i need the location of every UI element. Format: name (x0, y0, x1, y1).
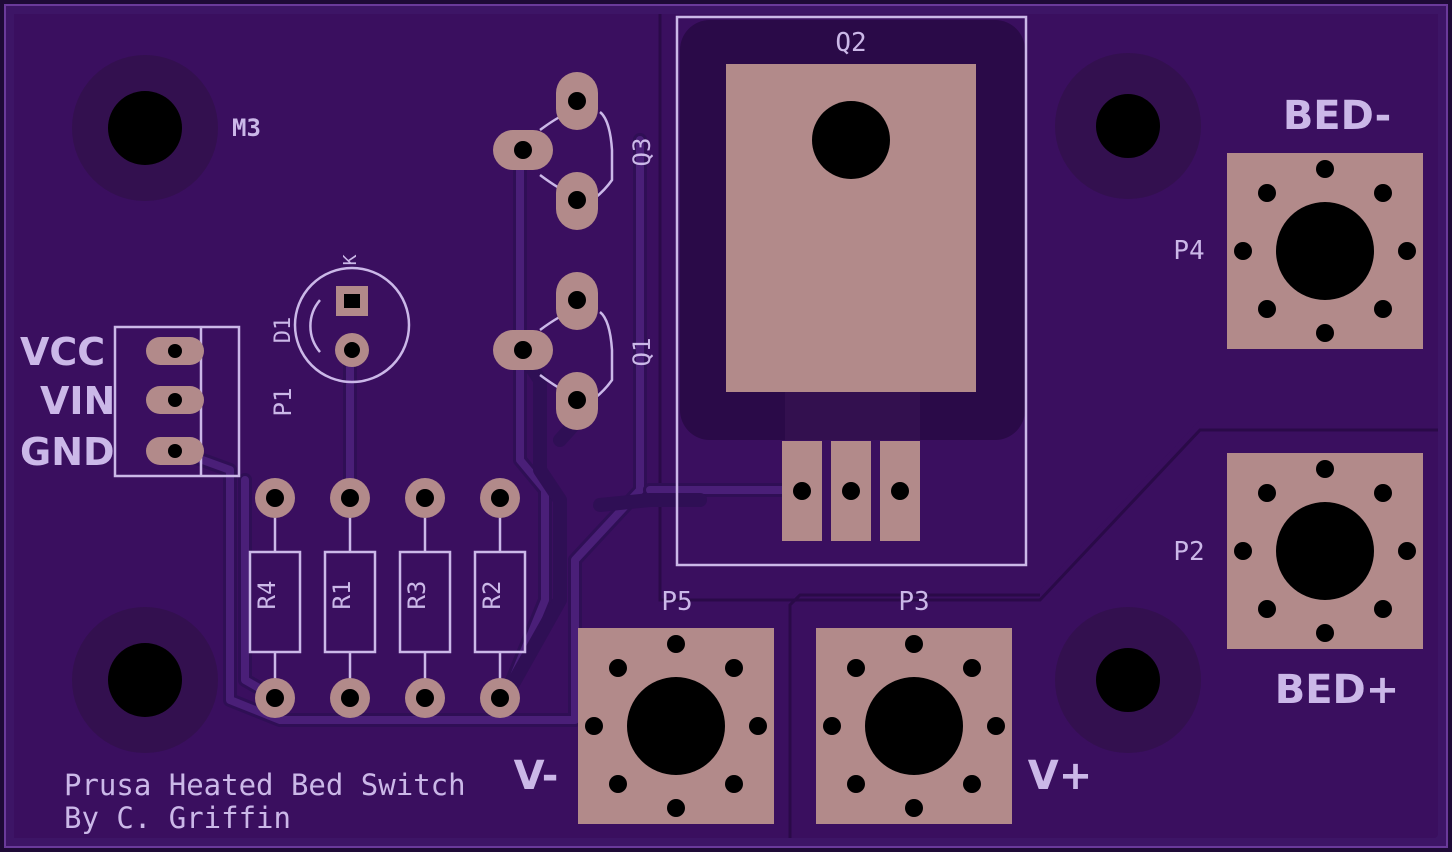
label-v-plus: V+ (1028, 753, 1092, 799)
zone-boundary-lower (788, 593, 1040, 838)
label-d1: D1 (271, 317, 296, 344)
label-p5: P5 (661, 587, 692, 617)
terminal-p4 (1227, 153, 1423, 349)
label-r4: R4 (253, 581, 281, 610)
label-r1: R1 (328, 581, 356, 610)
label-p1: P1 (269, 388, 297, 417)
transistor-q3: Q3 (493, 72, 656, 230)
resistor-r4: R4 (248, 478, 302, 718)
credit-title: Prusa Heated Bed Switch (64, 768, 466, 802)
led-d1: D1 K (271, 254, 411, 384)
label-r2: R2 (478, 581, 506, 610)
label-r3: R3 (403, 581, 431, 610)
connector-p1: P1 (113, 325, 297, 478)
label-bed-minus: BED- (1283, 93, 1391, 139)
label-d1-k: K (340, 254, 361, 265)
resistor-r3: R3 (398, 478, 452, 718)
label-vcc: VCC (20, 330, 105, 374)
label-q3: Q3 (628, 138, 656, 167)
terminal-p5 (578, 628, 774, 824)
label-gnd: GND (20, 430, 115, 474)
transistor-q1: Q1 (493, 272, 656, 430)
terminal-p2 (1227, 453, 1423, 649)
label-v-minus: V- (514, 753, 559, 799)
label-p3: P3 (898, 587, 929, 617)
label-p2: P2 (1173, 537, 1204, 567)
resistor-r2: R2 (473, 478, 527, 718)
credit-author: By C. Griffin (64, 801, 291, 835)
mosfet-q2: Q2 (675, 15, 1028, 567)
hole-label-m3: M3 (232, 114, 261, 142)
resistor-r1: R1 (323, 478, 377, 718)
label-vin: VIN (40, 379, 115, 423)
screw-terminals (578, 153, 1423, 824)
label-q2: Q2 (835, 28, 866, 58)
terminal-p3 (816, 628, 1012, 824)
label-bed-plus: BED+ (1275, 667, 1400, 713)
mounting-holes (72, 53, 1201, 753)
zone-boundary-upper (658, 14, 1438, 602)
label-p4: P4 (1173, 236, 1204, 266)
label-q1: Q1 (628, 338, 656, 367)
